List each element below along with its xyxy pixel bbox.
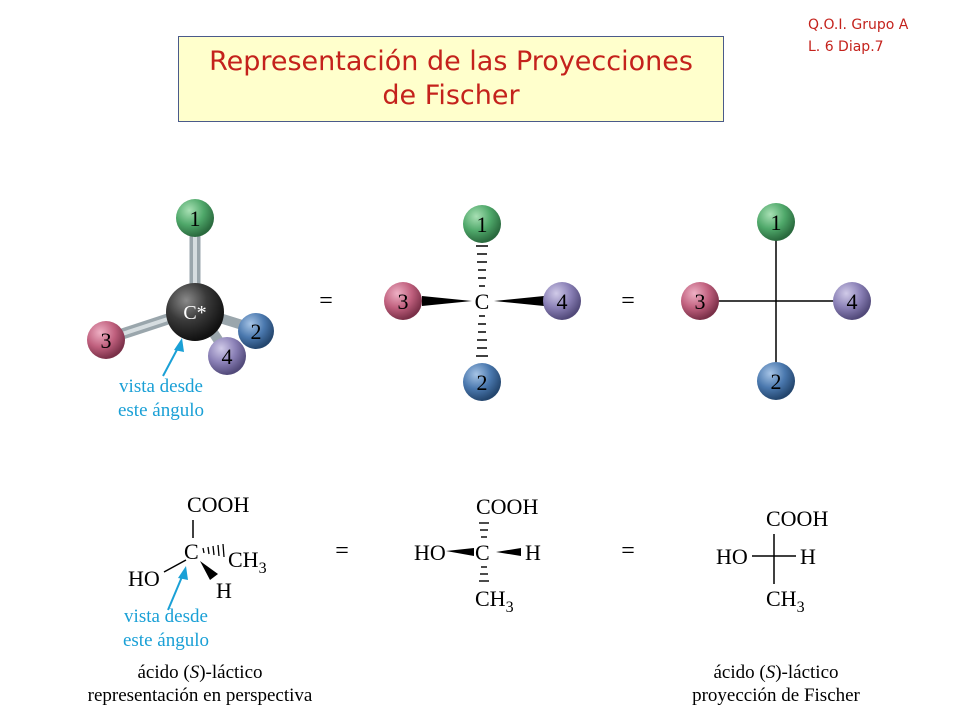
ball-4 [833,282,871,320]
cooh-label: COOH [187,492,249,517]
ball-4 [543,282,581,320]
slide-reference: Q.O.I. Grupo A L. 6 Diap.7 [808,14,908,58]
bond-to-ho [163,559,187,573]
ball-1 [463,205,501,243]
ho-label: HO [716,544,748,569]
carbon-label: C [184,539,199,564]
caption-left-line-1: ácido (S)-láctico [137,662,262,683]
ball-3-label: 3 [398,289,409,314]
equals-sign-top-1: = [319,288,333,314]
lactic-acid-perspective: COOH C CH3 HO H vista desde este ángulo … [88,492,313,706]
hashed-bond-to-ch3 [202,543,225,558]
ball-4 [208,337,246,375]
carbon-atom [166,283,224,341]
course-label: Q.O.I. Grupo A [808,17,909,33]
wedge-bond-right [494,296,544,306]
view-annotation-line-2: este ángulo [118,400,204,421]
equals-sign-bottom-1: = [335,538,349,564]
carbon-atom-label: C* [183,302,206,324]
ball-4-label: 4 [222,344,233,369]
caption-right-line-1: ácido (S)-láctico [713,662,838,683]
dashed-bond-down [479,566,489,582]
cooh-label: COOH [766,506,828,531]
carbon-label: C [475,540,490,565]
dashed-bond-down [476,315,488,357]
ball-4-label: 4 [557,289,568,314]
view-arrow-head [178,566,188,580]
ball-3-label: 3 [101,328,112,353]
molecule-model-3d: 1 3 C* 2 4 vista desde este ángulo [87,199,274,421]
ball-2-label: 2 [771,369,782,394]
ho-label: HO [414,540,446,565]
ball-4-label: 4 [847,289,858,314]
ball-3 [384,282,422,320]
cooh-label: COOH [476,494,538,519]
ho-label: HO [128,566,160,591]
ball-1 [176,199,214,237]
lactic-acid-wedge-projection: COOH C HO H CH3 [414,494,541,616]
h-label: H [525,540,541,565]
wedge-bond-to-h [200,561,218,580]
ball-1-label: 1 [477,212,488,237]
h-label: H [216,578,232,603]
ball-1-label: 1 [190,206,201,231]
title-line-1: Representación de las Proyecciones [209,46,693,77]
carbon-label: C [475,289,490,314]
caption-right-line-2: proyección de Fischer [692,685,860,706]
title-box: Representación de las Proyecciones de Fi… [178,36,724,122]
view-arrow-head [174,338,184,352]
ball-3 [681,282,719,320]
equals-sign-top-2: = [621,288,635,314]
title-line-2: de Fischer [382,80,520,111]
ball-3-label: 3 [695,289,706,314]
ch3-label: CH3 [228,547,267,577]
ball-1 [757,203,795,241]
slide-number: L. 6 Diap.7 [808,39,884,55]
h-label: H [800,544,816,569]
ball-3 [87,321,125,359]
ball-2 [463,363,501,401]
view-annotation-line-2: este ángulo [123,630,209,651]
lactic-acid-fischer-projection: COOH HO H CH3 ácido (S)-láctico proyecci… [692,506,860,706]
wedge-bond-left [446,548,474,556]
ball-2 [238,313,274,349]
ball-2 [757,362,795,400]
view-annotation-line-1: vista desde [124,606,208,627]
molecule-wedge-projection: C 1 2 3 4 [384,205,581,401]
wedge-bond-left [422,296,472,306]
ball-2-label: 2 [251,319,262,344]
ch3-label: CH3 [766,586,805,616]
ch3-label: CH3 [475,586,514,616]
equals-sign-bottom-2: = [621,538,635,564]
molecule-fischer-projection: 1 2 3 4 [681,203,871,400]
dashed-bond-up [479,522,489,538]
dashed-bond-up [476,245,488,287]
ball-1-label: 1 [771,210,782,235]
wedge-bond-right [496,548,521,556]
ball-2-label: 2 [477,370,488,395]
view-annotation-line-1: vista desde [119,376,203,397]
caption-left-line-2: representación en perspectiva [88,685,313,706]
